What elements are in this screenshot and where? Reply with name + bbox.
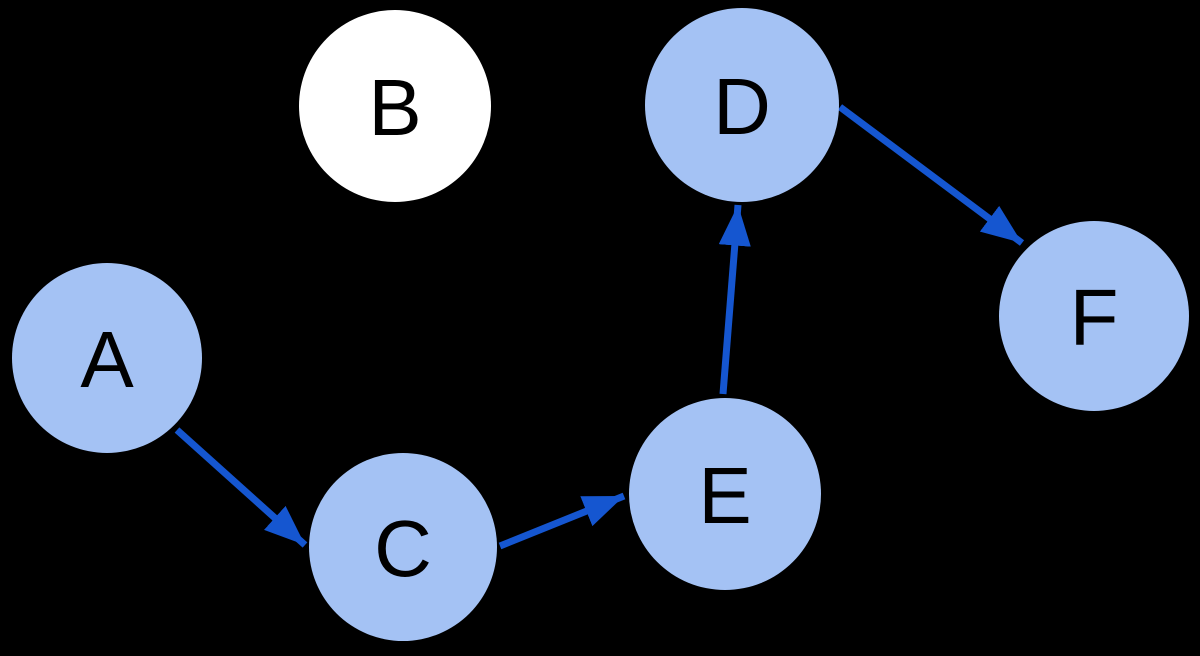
node-label-E: E [698,451,751,540]
node-circle-A [12,263,202,453]
node-circle-D [645,8,839,202]
edge-D-F [837,104,1025,246]
node-A: A [12,263,202,453]
node-label-F: F [1070,273,1119,362]
node-circle-C [309,453,497,641]
node-label-B: B [368,63,421,152]
node-circle-E [629,398,821,590]
node-F: F [999,221,1189,411]
node-label-D: D [713,62,771,151]
edges-layer [174,104,1025,550]
node-C: C [309,453,497,641]
node-circle-F [999,221,1189,411]
node-label-C: C [374,504,432,593]
nodes-layer: A B C D E F [12,8,1189,641]
node-circle-B [299,10,491,202]
edge-C-E [498,492,626,550]
edge-E-D [718,204,751,395]
edge-A-C [174,427,308,548]
node-B: B [299,10,491,202]
node-D: D [645,8,839,202]
node-E: E [629,398,821,590]
node-label-A: A [80,315,134,404]
